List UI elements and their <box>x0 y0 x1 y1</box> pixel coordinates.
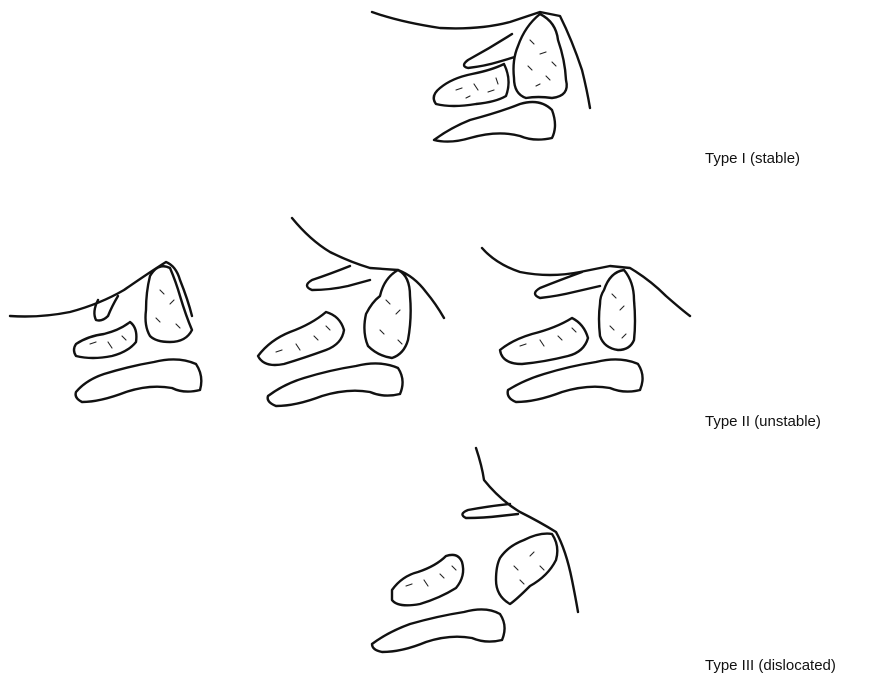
type-1-lateral-mass <box>434 64 509 106</box>
type-1-caption: Type I (stable) <box>705 150 800 167</box>
type-2-right-fractured-fragment <box>599 270 635 350</box>
type-1-sketch <box>372 12 590 142</box>
type-2-sketch-middle <box>258 218 444 406</box>
type-2-right-vertebra-body <box>508 359 643 402</box>
type-2-middle-upper-process <box>307 266 370 290</box>
type-3-caption: Type III (dislocated) <box>705 657 836 674</box>
type-2-middle-fractured-fragment <box>364 270 410 358</box>
type-2-right-lateral-mass <box>500 318 588 364</box>
type-3-vertebra-body <box>372 609 505 652</box>
type-2-middle-lateral-mass <box>258 312 344 365</box>
type-3-fractured-fragment <box>496 534 557 604</box>
type-2-sketch-left <box>10 262 201 402</box>
type-2-caption: Type II (unstable) <box>705 413 821 430</box>
type-2-sketch-right <box>482 248 690 402</box>
type-1-upper-process <box>464 34 518 68</box>
type-3-lateral-mass <box>392 555 463 605</box>
type-2-left-lateral-mass <box>74 322 136 358</box>
type-2-left-vertebra-body <box>76 359 202 402</box>
type-2-middle-vertebra-body <box>268 363 403 406</box>
type-2-middle-skull-base-line <box>292 218 444 318</box>
type-2-right-skull-base-line <box>482 248 690 316</box>
type-1-fractured-fragment <box>514 14 567 98</box>
type-2-left-fractured-fragment <box>146 266 193 342</box>
type-3-sketch <box>372 448 578 652</box>
type-1-vertebra-body <box>434 102 555 142</box>
